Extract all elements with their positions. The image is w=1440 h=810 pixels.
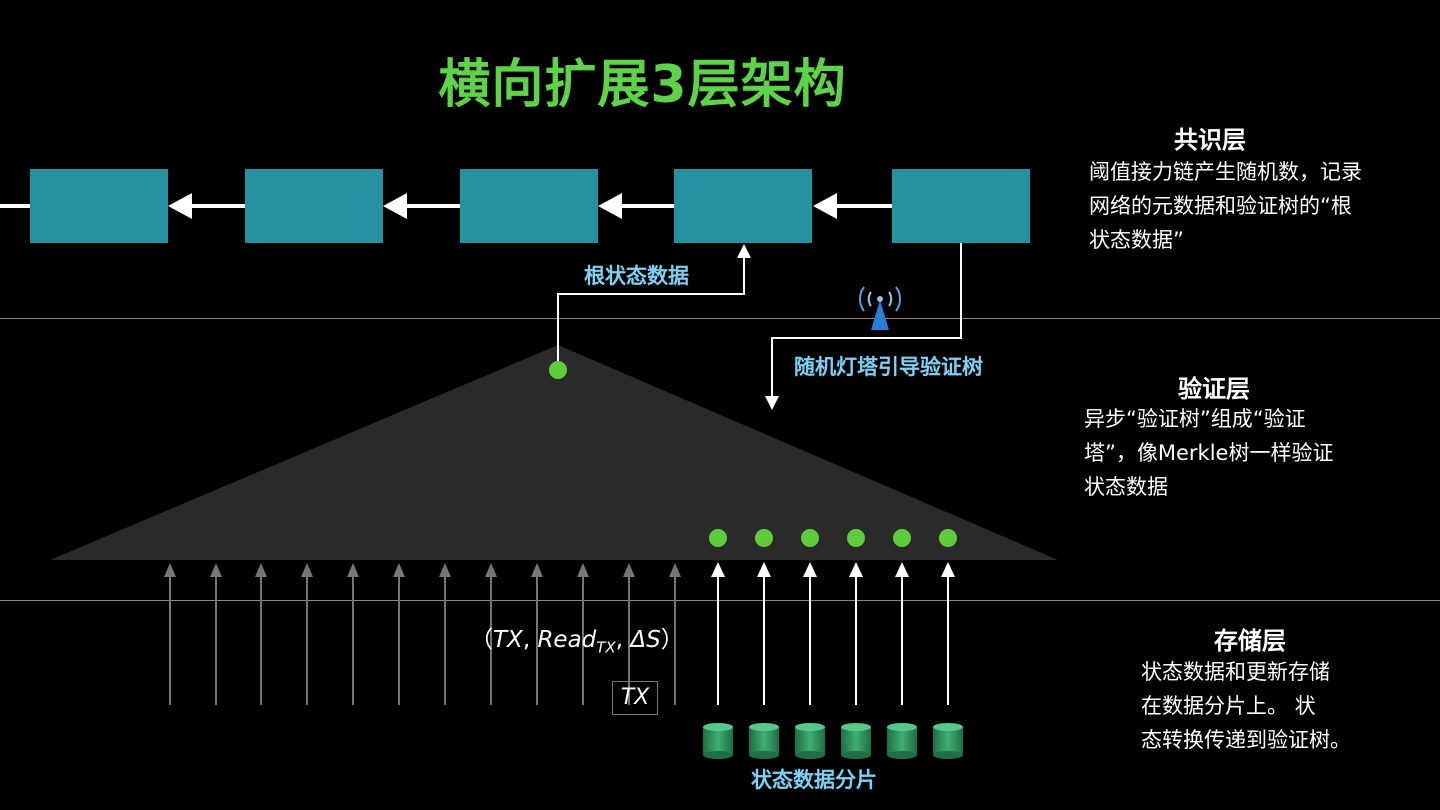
description-line: 阈值接力链产生随机数，记录 [1089,160,1362,184]
layer-divider-bottom [0,600,1440,601]
validation-heading: 验证层 [1178,375,1250,403]
layer-divider-top [0,318,1440,319]
database-icon [703,723,733,759]
database-icon [841,723,871,759]
beacon-connector [771,243,962,398]
root-connector [557,256,745,368]
beacon-label: 随机灯塔引导验证树 [794,355,983,379]
storage-description: 状态数据和更新存储 在数据分片上。 状 态转换传递到验证树。 [1141,655,1351,757]
description-line: 塔”，像Merkle树一样验证 [1084,441,1334,465]
shards-label: 状态数据分片 [751,768,877,792]
leaf-node [755,529,773,547]
database-icon [795,723,825,759]
leaf-node [801,529,819,547]
validation-tree [50,345,1058,560]
chain-arrow [383,193,460,219]
description-line: 状态数据和更新存储 [1141,660,1330,684]
leaf-node [847,529,865,547]
leaf-node [709,529,727,547]
consensus-heading: 共识层 [1174,126,1246,154]
chain-block [30,169,168,243]
description-line: 网络的元数据和验证树的“根 [1089,194,1352,218]
database-icon [933,723,963,759]
description-line: 在数据分片上。 状 [1141,694,1316,718]
chain-block [674,169,812,243]
shard-arrows [717,574,949,705]
beacon-arrow-head [765,396,779,410]
leaf-node [939,529,957,547]
tx-arrows [169,574,676,705]
chain-block [460,169,598,243]
root-state-label: 根状态数据 [584,264,689,288]
chain-block [245,169,383,243]
description-line: 状态数据” [1089,228,1184,252]
chain-arrow [598,193,674,219]
page-title: 横向扩展3层架构 [438,55,847,115]
description-line: 态转换传递到验证树。 [1141,728,1351,752]
root-node [549,361,567,379]
database-icon [749,723,779,759]
chain-block [892,169,1030,243]
description-line: 异步“验证树”组成“验证 [1084,407,1306,431]
consensus-description: 阈值接力链产生随机数，记录 网络的元数据和验证树的“根 状态数据” [1089,155,1362,257]
database-icon [887,723,917,759]
description-line: 状态数据 [1084,475,1168,499]
storage-heading: 存储层 [1214,627,1286,655]
chain-arrow [813,193,892,219]
validation-description: 异步“验证树”组成“验证 塔”，像Merkle树一样验证 状态数据 [1084,402,1333,504]
leaf-node [893,529,911,547]
tx-box: TX [612,681,658,715]
tx-formula: （TX, ReadTX, ΔS） [470,627,684,657]
root-arrow-head [737,244,751,258]
antenna-icon [859,286,901,330]
chain-arrow [168,193,245,219]
